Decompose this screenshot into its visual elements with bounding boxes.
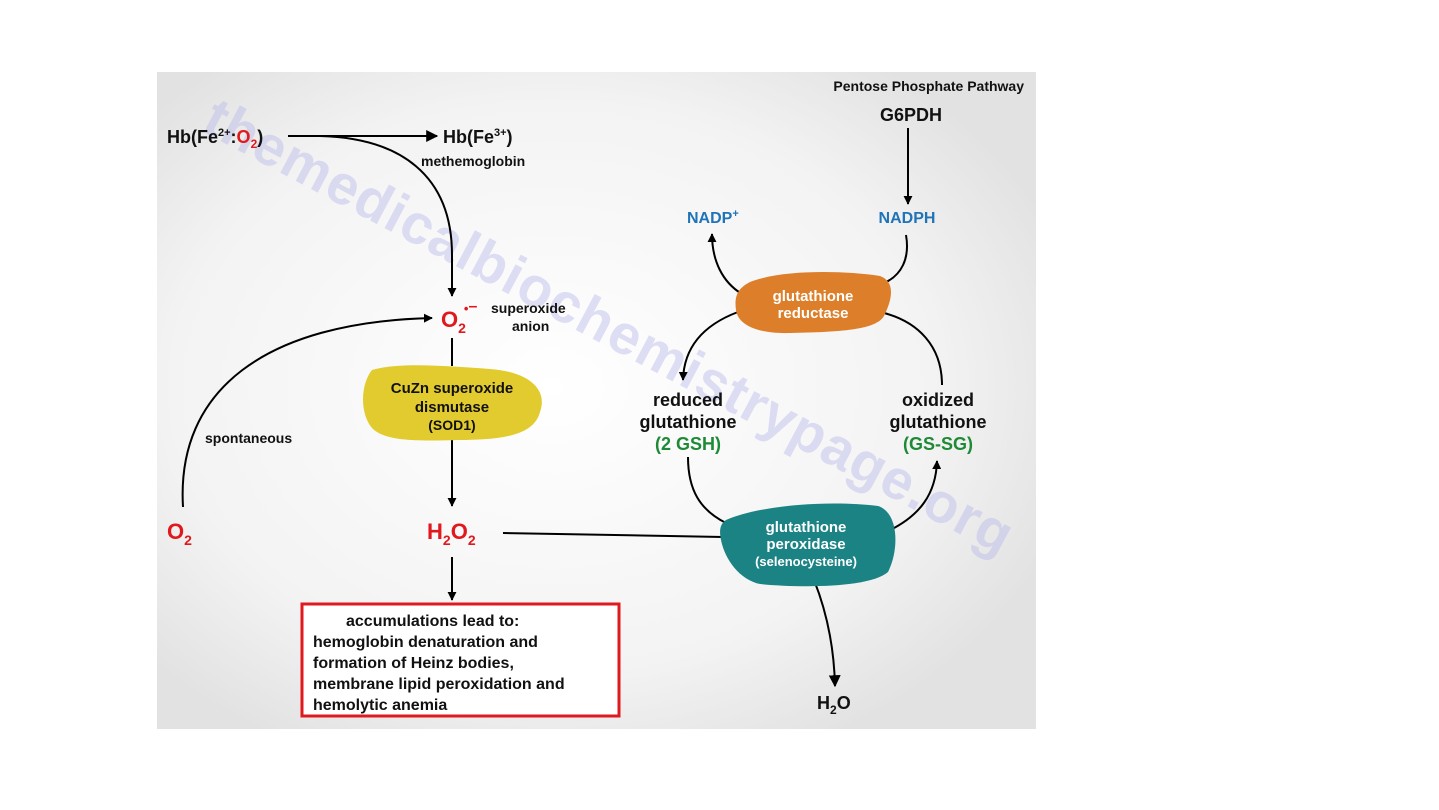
outcome-line3: formation of Heinz bodies, [313, 655, 514, 672]
peroxidase-line2: peroxidase [766, 536, 845, 553]
arc-reduced-to-peroxidase [687, 456, 727, 524]
oxidized-line3: (GS-SG) [903, 434, 973, 454]
sod-line2: dismutase [415, 399, 489, 416]
sod-enzyme-shape [363, 365, 542, 441]
methemoglobin-formula: Hb(Fe3+) [443, 127, 513, 147]
reduced-line2: glutathione [640, 412, 737, 432]
superoxide-label-line2: anion [512, 318, 549, 334]
arrow-reductase-to-reduced [678, 311, 739, 381]
oxidized-line2: glutathione [890, 412, 987, 432]
pathway-title: Pentose Phosphate Pathway [833, 78, 1024, 94]
outcome-box [300, 602, 621, 718]
outcome-line1: accumulations lead to: [346, 613, 519, 630]
outcome-line2: hemoglobin denaturation and [313, 634, 538, 651]
outcome-line5: hemolytic anemia [313, 697, 447, 714]
arrow-peroxidase-to-water [813, 579, 841, 688]
reduced-line1: reduced [653, 390, 723, 410]
connectors [181, 128, 943, 688]
peroxidase-line3: (selenocysteine) [755, 554, 857, 569]
methemoglobin-label: methemoglobin [421, 153, 525, 169]
arrow-peroxidase-to-oxidized [883, 460, 942, 534]
arrow-oxyhb-to-superoxide [319, 135, 457, 297]
line-peroxide-to-peroxidase [502, 532, 724, 538]
sod-line3: (SOD1) [428, 417, 475, 433]
sod-line1: CuZn superoxide [391, 380, 514, 397]
outcome-line4: membrane lipid peroxidation and [313, 676, 565, 693]
spontaneous-label: spontaneous [205, 430, 292, 446]
superoxide-formula: O2•– [441, 298, 477, 336]
water-formula: H2O [817, 693, 851, 717]
reductase-line1: glutathione [773, 288, 854, 305]
nadp-label: NADP+ [687, 208, 739, 227]
nadph-label: NADPH [879, 210, 936, 227]
oxygen-formula: O2 [167, 519, 192, 548]
arrow-spontaneous [181, 313, 433, 508]
g6pdh-label: G6PDH [880, 105, 942, 125]
reductase-enzyme-shape [735, 272, 891, 334]
oxyhemoglobin-label: Hb(Fe2+:O2) [167, 127, 263, 151]
peroxidase-enzyme-shape [720, 503, 896, 587]
oxidized-line1: oxidized [902, 390, 974, 410]
arc-oxidized-to-reductase [883, 312, 943, 386]
arrow-reductase-to-nadp [707, 233, 743, 295]
reduced-line3: (2 GSH) [655, 434, 721, 454]
superoxide-label-line1: superoxide [491, 300, 566, 316]
hydrogen-peroxide-formula: H2O2 [427, 519, 476, 548]
peroxidase-line1: glutathione [766, 519, 847, 536]
reductase-line2: reductase [778, 305, 849, 322]
